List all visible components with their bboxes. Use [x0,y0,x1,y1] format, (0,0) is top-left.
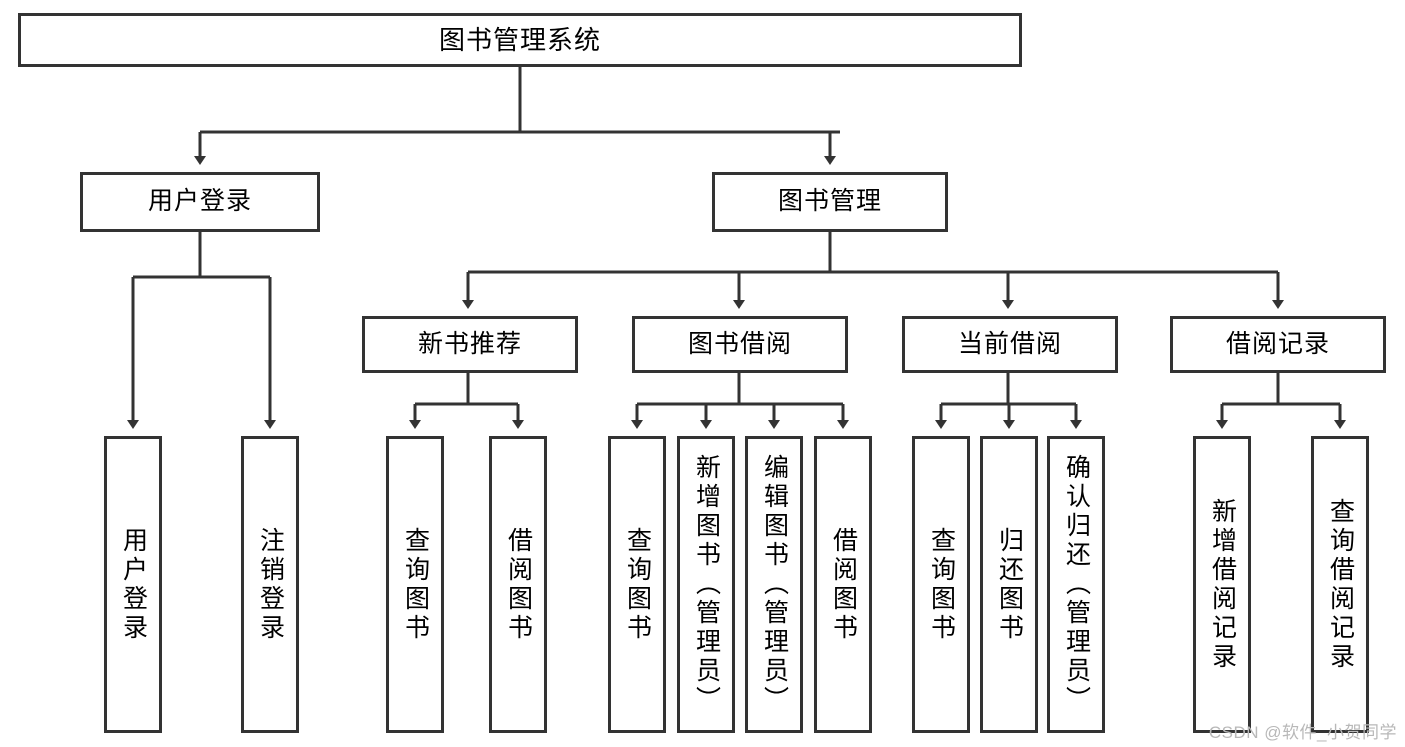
node-leaf-query-record[interactable]: 查询借阅记录 [1311,436,1369,733]
node-current-borrow-label: 当前借阅 [957,329,1062,358]
node-leaf-return-book[interactable]: 归还图书 [980,436,1038,733]
node-leaf-query-book-3-label: 查询图书 [927,526,956,643]
node-leaf-add-book-label: 新增图书（管理员） [692,454,721,715]
node-leaf-add-book[interactable]: 新增图书（管理员） [677,436,735,733]
node-leaf-user-login[interactable]: 用户登录 [104,436,162,733]
node-current-borrow[interactable]: 当前借阅 [902,316,1118,373]
node-leaf-edit-book-label: 编辑图书（管理员） [760,454,789,715]
node-borrow-record-label: 借阅记录 [1225,329,1330,358]
node-leaf-confirm-return[interactable]: 确认归还（管理员） [1047,436,1105,733]
node-leaf-edit-book[interactable]: 编辑图书（管理员） [745,436,803,733]
node-book-manage-label: 图书管理 [777,187,882,216]
node-leaf-borrow-book-2[interactable]: 借阅图书 [814,436,872,733]
node-leaf-borrow-book-1-label: 借阅图书 [504,526,533,643]
node-leaf-query-book-3[interactable]: 查询图书 [912,436,970,733]
node-book-borrow-label: 图书借阅 [687,329,792,358]
node-leaf-user-login-label: 用户登录 [119,526,148,643]
node-leaf-query-book-2[interactable]: 查询图书 [608,436,666,733]
node-leaf-confirm-return-label: 确认归还（管理员） [1062,454,1091,715]
node-book-manage[interactable]: 图书管理 [712,172,948,232]
node-leaf-borrow-book-1[interactable]: 借阅图书 [489,436,547,733]
csdn-watermark: CSDN @软件_小贺同学 [1208,723,1397,742]
node-leaf-query-book-2-label: 查询图书 [623,526,652,643]
node-leaf-add-record[interactable]: 新增借阅记录 [1193,436,1251,733]
node-root-system[interactable]: 图书管理系统 [18,13,1022,67]
node-leaf-query-book-1[interactable]: 查询图书 [386,436,444,733]
node-leaf-add-record-label: 新增借阅记录 [1208,497,1237,672]
node-leaf-borrow-book-2-label: 借阅图书 [829,526,858,643]
node-leaf-query-book-1-label: 查询图书 [401,526,430,643]
node-user-login[interactable]: 用户登录 [80,172,320,232]
node-leaf-logout-login-label: 注销登录 [256,526,285,643]
node-root-system-label: 图书管理系统 [438,24,601,55]
node-new-book-recommend-label: 新书推荐 [417,329,522,358]
node-leaf-return-book-label: 归还图书 [995,526,1024,643]
node-leaf-query-record-label: 查询借阅记录 [1326,497,1355,672]
node-user-login-label: 用户登录 [147,187,252,216]
node-book-borrow[interactable]: 图书借阅 [632,316,848,373]
node-new-book-recommend[interactable]: 新书推荐 [362,316,578,373]
node-borrow-record[interactable]: 借阅记录 [1170,316,1386,373]
node-leaf-logout-login[interactable]: 注销登录 [241,436,299,733]
